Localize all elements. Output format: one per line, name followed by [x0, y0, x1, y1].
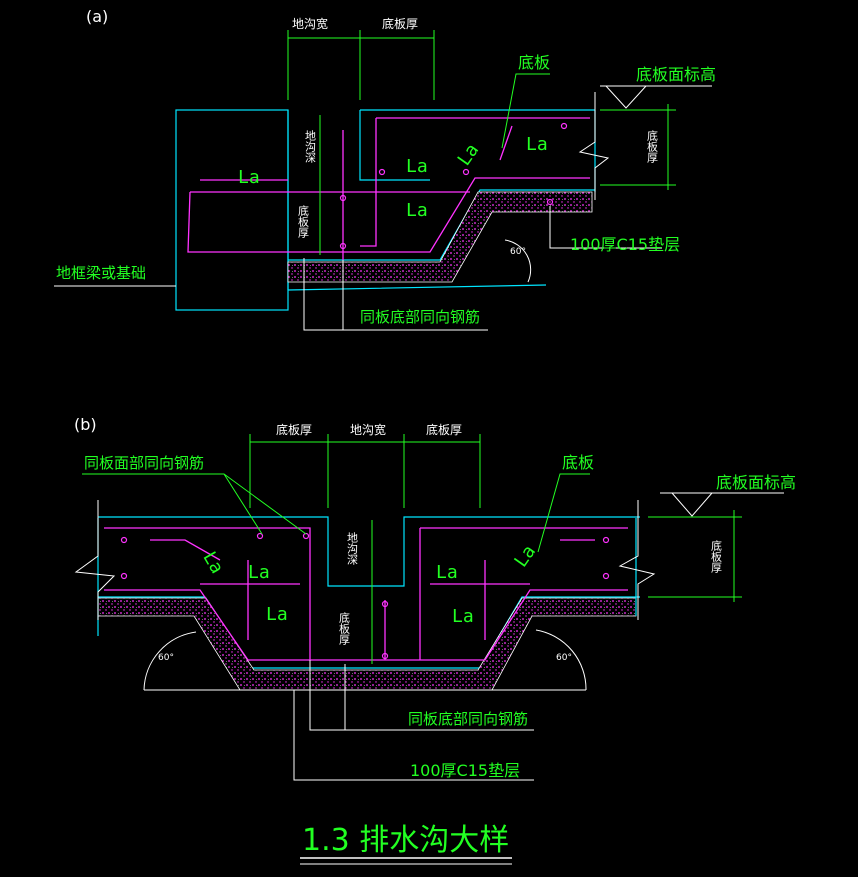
detail-b-slab-thick-mid: 底板厚 [338, 611, 351, 646]
detail-b-la-left-1: La [198, 548, 227, 577]
detail-a-la-3: La [406, 200, 428, 221]
page-title: 1.3 排水沟大样 [302, 823, 509, 858]
detail-a-trench-depth: 地沟深 [304, 130, 317, 163]
detail-b-la-right-3: La [510, 541, 540, 571]
detail-b-top-dimension [249, 434, 481, 508]
detail-b-la-right-1: La [436, 562, 458, 583]
detail-b-cushion [97, 597, 637, 691]
detail-b-elevation-marker [660, 492, 784, 517]
detail-a-la-2: La [406, 156, 428, 177]
detail-b-label: (b) [74, 415, 97, 434]
detail-a-rebar-dots [339, 122, 568, 250]
title-block: 1.3 排水沟大样 [300, 823, 512, 865]
detail-a-slab-top-elev: 底板面标高 [636, 65, 716, 84]
detail-a-angle-arc [504, 239, 532, 283]
detail-b-slab-thick-right: 底板厚 [710, 539, 723, 574]
detail-a-dim-trench-width: 地沟宽 [292, 16, 328, 31]
detail-a-beam-label: 地框梁或基础 [56, 264, 146, 282]
detail-a-bottom-rebar-label: 同板底部同向钢筋 [360, 308, 480, 326]
detail-a-la-5: La [526, 134, 548, 155]
detail-b-dim-slab-thick-right: 底板厚 [426, 422, 462, 437]
detail-b-la-left-2: La [248, 562, 270, 583]
detail-a: (a) 地沟宽 底板厚 [54, 7, 716, 331]
detail-b-bottom-slab: 底板 [562, 453, 594, 472]
detail-a-la-1: La [238, 167, 260, 188]
detail-a-bottom-slab-leader [501, 73, 550, 149]
detail-a-rebar [187, 117, 590, 260]
detail-b-dim-trench-width: 地沟宽 [350, 422, 386, 437]
detail-a-cushion-leader [549, 206, 662, 249]
detail-a-label: (a) [86, 7, 108, 26]
detail-a-top-dimension [287, 30, 435, 100]
detail-a-dim-slab-thick: 底板厚 [382, 16, 418, 31]
detail-b-la-left-3: La [266, 604, 288, 625]
detail-b-break-right [618, 500, 656, 620]
detail-a-break-symbol [578, 92, 610, 200]
detail-a-slab-thick-right: 底板厚 [646, 129, 659, 164]
detail-b-cushion-leader [293, 690, 534, 781]
detail-a-bottom-slab: 底板 [518, 53, 550, 72]
detail-b-angle-left: 60° [158, 653, 174, 663]
detail-b-top-rebar-leader [82, 473, 307, 535]
detail-b-bottom-rebar-leader [309, 660, 534, 731]
detail-b-angle-arc-right [535, 629, 587, 691]
detail-a-angle: 60° [510, 247, 526, 257]
detail-b-dim-slab-thick-left: 底板厚 [276, 422, 312, 437]
detail-b-bottom-rebar-label: 同板底部同向钢筋 [408, 710, 528, 728]
detail-b-rebar [104, 527, 628, 661]
detail-b-bottom-slab-leader [537, 473, 590, 553]
detail-a-la-4: La [454, 140, 484, 170]
detail-b-concrete-outline [98, 516, 640, 669]
detail-b-slab-top-elev: 底板面标高 [716, 473, 796, 492]
detail-a-right-dimension [600, 104, 676, 190]
detail-a-cushion-label: 100厚C15垫层 [570, 235, 680, 254]
detail-b: (b) 底板厚 地沟宽 底板厚 [74, 415, 796, 781]
detail-b-la-right-2: La [452, 606, 474, 627]
detail-b-top-rebar-label: 同板面部同向钢筋 [84, 454, 204, 472]
detail-b-cushion-label: 100厚C15垫层 [410, 761, 520, 780]
detail-b-angle-right: 60° [556, 653, 572, 663]
detail-a-beam-outline [175, 109, 289, 311]
detail-b-trench-depth: 地沟深 [346, 532, 359, 565]
detail-b-break-left [74, 500, 116, 620]
detail-a-bottom-rebar-leader [303, 258, 488, 331]
detail-a-slab-thick-mid: 底板厚 [297, 204, 310, 239]
detail-b-angle-arc-left [143, 631, 197, 691]
detail-a-elevation-marker [600, 85, 712, 109]
detail-a-cushion [287, 191, 593, 283]
detail-b-right-dimension [648, 510, 742, 602]
detail-a-concrete-outline [287, 109, 596, 291]
